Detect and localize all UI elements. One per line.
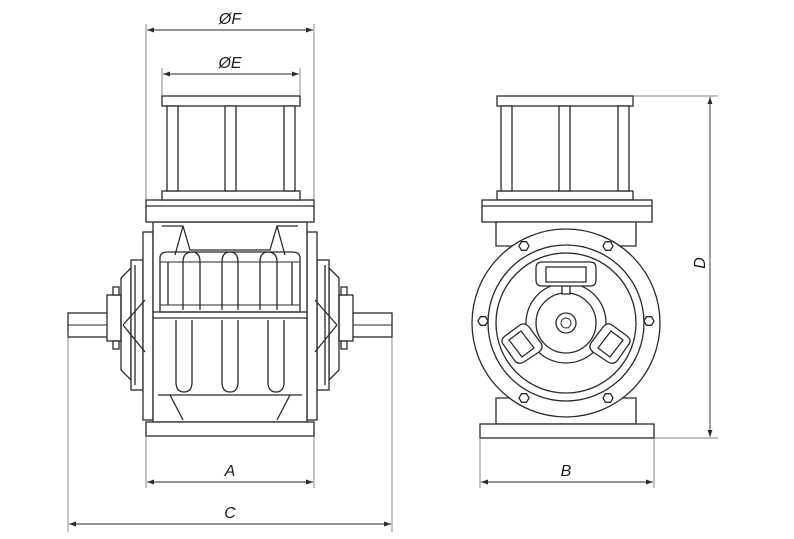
side-round-flange <box>471 228 661 418</box>
dim-label-c: C <box>224 505 236 522</box>
side-bolts <box>477 241 655 403</box>
front-view <box>67 95 393 437</box>
dimension-a: A <box>145 436 315 488</box>
dimension-e: ØE <box>161 55 301 96</box>
dim-label-e: ØE <box>217 55 241 72</box>
front-motor-frame <box>166 105 296 192</box>
dimension-f: ØF <box>145 11 315 200</box>
right-bearing <box>306 231 354 421</box>
dimension-d: D <box>633 95 718 439</box>
side-ribs <box>501 261 631 364</box>
dim-label-d: D <box>692 257 709 269</box>
left-bearing <box>106 231 154 421</box>
dim-label-a: A <box>224 463 236 480</box>
side-motor-frame <box>481 95 653 223</box>
dim-label-f: ØF <box>218 11 242 28</box>
dim-label-b: B <box>561 463 572 480</box>
side-view <box>471 95 661 439</box>
front-body <box>152 221 308 423</box>
front-base-flange <box>145 421 315 437</box>
dimension-c: C <box>67 330 393 532</box>
dimension-b: B <box>479 438 655 488</box>
